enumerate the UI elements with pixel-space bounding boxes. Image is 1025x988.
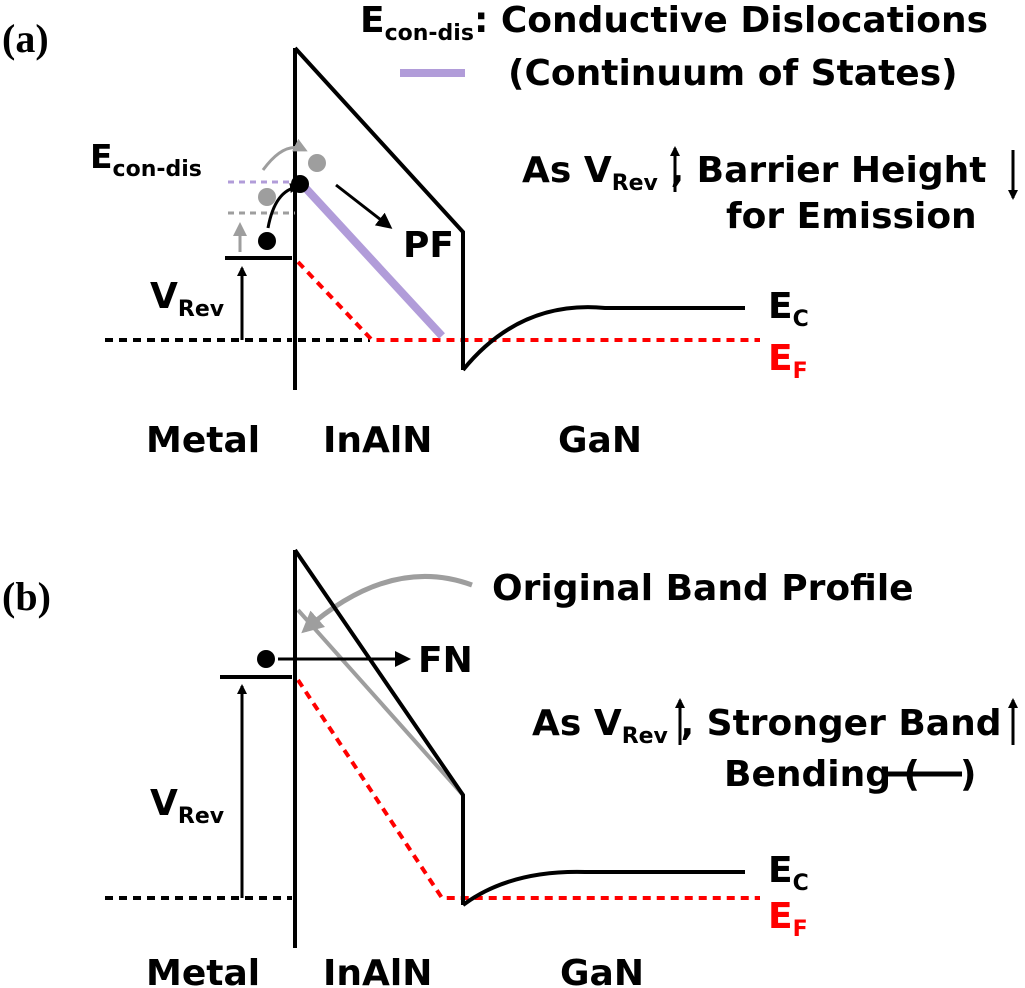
inaln-conduction-band bbox=[293, 46, 465, 370]
fermi-level-line bbox=[296, 260, 760, 342]
region-label-metal: Metal bbox=[146, 420, 260, 461]
original-band-pointer-arrow bbox=[301, 573, 473, 634]
electron-icon bbox=[258, 232, 276, 250]
trapped-electron-icon bbox=[291, 175, 309, 193]
panel-b: (b) Original Band Profile VRev FN As VRe… bbox=[2, 548, 1018, 988]
gray-curved-arrow bbox=[261, 138, 308, 171]
barrier-note-line2: for Emission bbox=[726, 196, 977, 237]
fn-label: FN bbox=[418, 640, 473, 681]
pf-arrow bbox=[335, 183, 393, 229]
electron-icon bbox=[257, 650, 275, 668]
econ-dis-label: Econ-dis bbox=[90, 137, 202, 182]
panel-b-label: (b) bbox=[2, 574, 51, 619]
ec-label: EC bbox=[768, 286, 809, 332]
region-label-inaln: InAlN bbox=[323, 420, 432, 461]
barrier-note-line1: As VRev , Barrier Height bbox=[522, 150, 986, 196]
inaln-conduction-band bbox=[293, 548, 465, 905]
region-label-gan: GaN bbox=[560, 953, 644, 988]
original-band-label: Original Band Profile bbox=[492, 568, 914, 609]
vrev-label: VRev bbox=[150, 783, 225, 829]
legend-title: Econ-dis: Conductive Dislocations bbox=[360, 0, 988, 46]
ef-label: EF bbox=[768, 338, 808, 384]
bending-note-line1: As VRev , Stronger Band bbox=[532, 703, 1002, 749]
ec-label: EC bbox=[768, 850, 809, 896]
fermi-level-line bbox=[296, 678, 760, 900]
hop-curved-arrow bbox=[266, 183, 300, 229]
gan-conduction-band bbox=[461, 869, 745, 907]
ghost-electron-icon bbox=[308, 154, 326, 172]
legend-subtitle: (Continuum of States) bbox=[508, 53, 958, 94]
region-label-gan: GaN bbox=[558, 420, 642, 461]
pf-label: PF bbox=[403, 225, 454, 266]
vrev-label: VRev bbox=[150, 276, 225, 322]
ghost-electron-icon bbox=[258, 188, 276, 206]
ef-label: EF bbox=[768, 896, 808, 942]
original-band-profile bbox=[296, 608, 465, 797]
gan-conduction-band bbox=[461, 305, 745, 372]
dislocation-continuum bbox=[297, 179, 445, 339]
region-label-metal: Metal bbox=[146, 953, 260, 988]
region-label-inaln: InAlN bbox=[323, 953, 432, 988]
panel-a-label: (a) bbox=[2, 16, 49, 61]
panel-a: (a) Econ-dis: Conductive Dislocations (C… bbox=[2, 0, 1018, 461]
